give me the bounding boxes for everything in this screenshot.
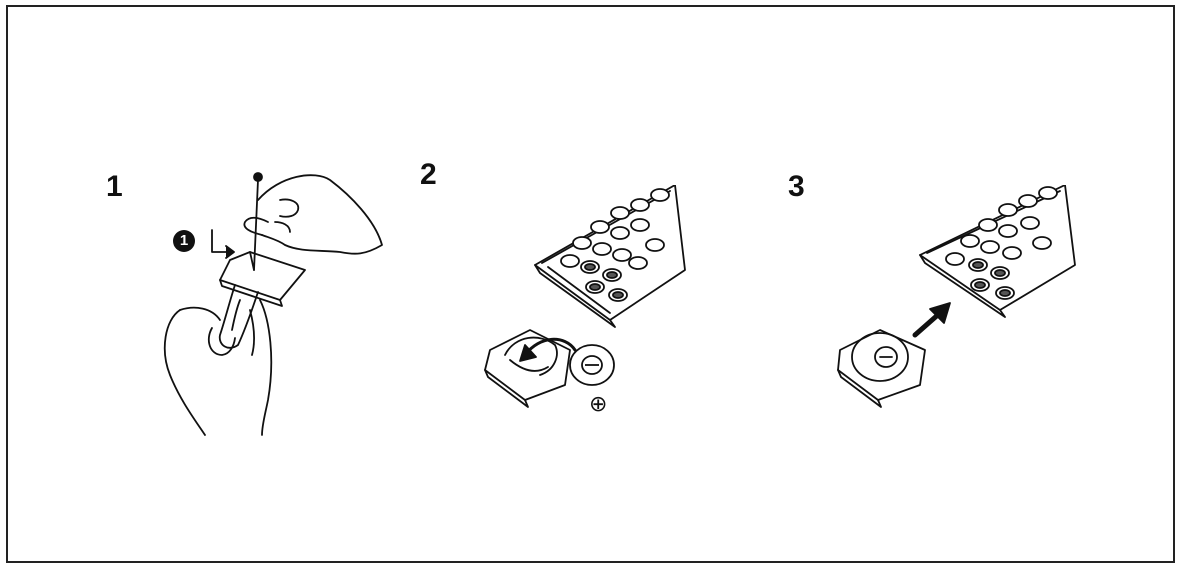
step-2-number: 2 bbox=[420, 160, 437, 190]
step-1-number: 1 bbox=[106, 172, 123, 202]
battery-holder-icon bbox=[830, 185, 1090, 425]
hand-with-pin-icon bbox=[150, 160, 400, 440]
plus-terminal-icon: ⊕ bbox=[589, 392, 607, 417]
step-3-number: 3 bbox=[788, 172, 805, 202]
